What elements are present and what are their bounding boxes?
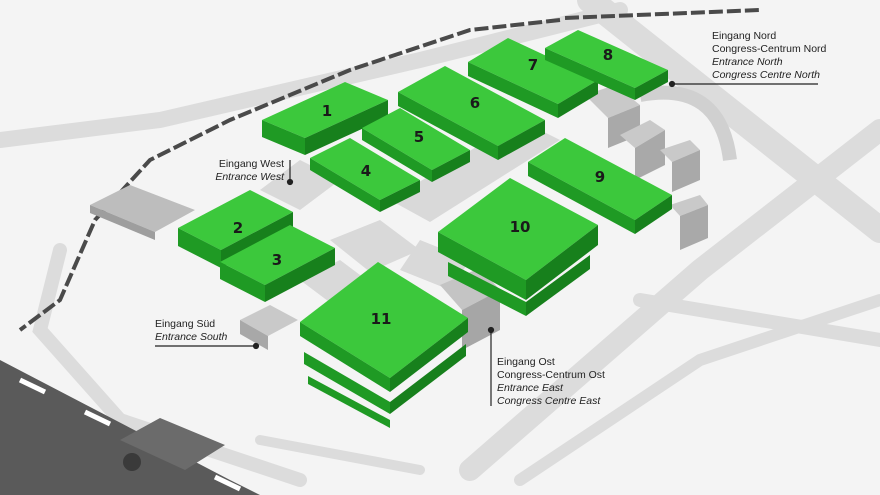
entrance-north-de2: Congress-Centrum Nord xyxy=(712,43,827,55)
entrance-east-en2: Congress Centre East xyxy=(497,395,601,407)
hall-1[interactable] xyxy=(262,82,388,155)
hall-number-2: 2 xyxy=(233,219,243,237)
highway xyxy=(0,360,260,495)
entrance-west-de: Eingang West xyxy=(218,158,284,170)
hall-7[interactable] xyxy=(468,38,598,118)
entrance-east-label: Eingang Ost Congress-Centrum Ost Entranc… xyxy=(497,356,605,408)
hall-number-3: 3 xyxy=(272,251,282,269)
entrance-north-label: Eingang Nord Congress-Centrum Nord Entra… xyxy=(712,30,826,82)
hall-number-9: 9 xyxy=(595,168,605,186)
entrance-south-de: Eingang Süd xyxy=(155,318,216,330)
hall-3[interactable] xyxy=(220,225,335,302)
leader-lines xyxy=(155,80,818,406)
hall-number-11: 11 xyxy=(371,310,392,328)
station-building xyxy=(120,418,225,470)
hall-number-8: 8 xyxy=(603,46,613,64)
hall-number-1: 1 xyxy=(322,102,332,120)
entrance-south-en: Entrance South xyxy=(155,331,228,343)
hall-11[interactable] xyxy=(300,262,468,428)
hall-10[interactable] xyxy=(438,178,598,316)
hall-number-7: 7 xyxy=(528,56,538,74)
entrance-north-en: Entrance North xyxy=(712,56,783,68)
hall-9[interactable] xyxy=(528,138,672,234)
hall-number-4: 4 xyxy=(361,162,371,180)
hall-4[interactable] xyxy=(310,138,420,212)
railway-track xyxy=(18,18,561,332)
entrance-west-label: Eingang West Entrance West xyxy=(196,158,284,184)
hall-number-10: 10 xyxy=(510,218,531,236)
hall-6[interactable] xyxy=(398,66,545,160)
hall-8[interactable] xyxy=(545,30,668,100)
hall-number-5: 5 xyxy=(414,128,424,146)
railway-track-east xyxy=(564,8,761,20)
entrance-east-de2: Congress-Centrum Ost xyxy=(497,369,605,381)
hall-5[interactable] xyxy=(362,108,470,182)
round-tower xyxy=(123,453,141,471)
entrance-north-de: Eingang Nord xyxy=(712,30,777,42)
entrance-east-en: Entrance East xyxy=(497,382,563,394)
entrance-west-en: Entrance West xyxy=(215,171,284,183)
entrance-south-label: Eingang Süd Entrance South xyxy=(155,318,227,344)
entrance-north-en2: Congress Centre North xyxy=(712,69,820,81)
entrance-east-de: Eingang Ost xyxy=(497,356,555,368)
hall-number-6: 6 xyxy=(470,94,480,112)
